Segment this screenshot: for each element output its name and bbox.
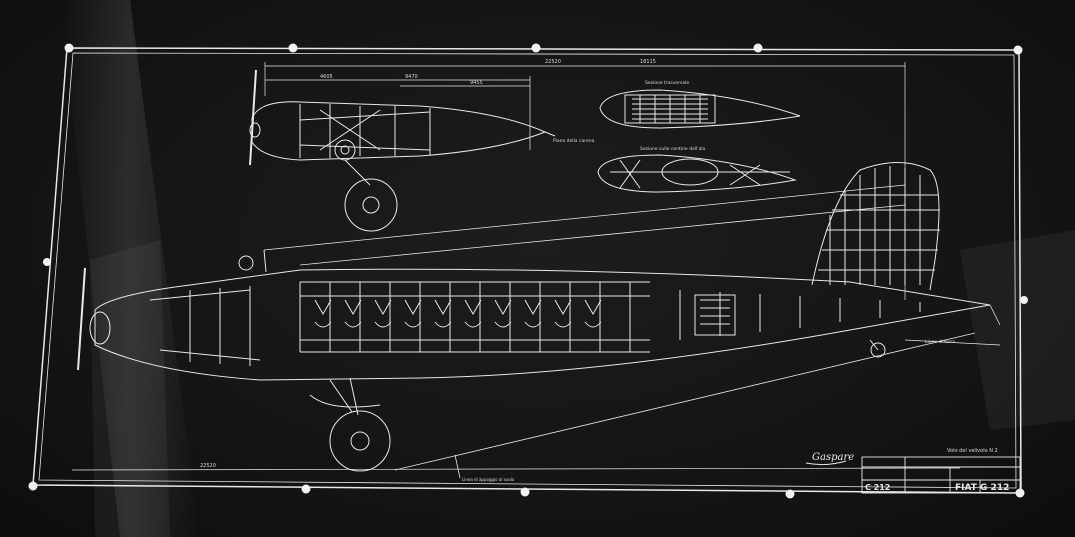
dimension-right-ext-label: 18115	[640, 59, 656, 65]
dimension-left-label: 4605	[320, 74, 333, 80]
dimension-top-label: 22520	[545, 59, 561, 65]
title-block	[861, 456, 1021, 494]
ground-line-note: Linea di terra	[925, 339, 955, 345]
bottom-note: Linea di appoggio al suolo	[462, 477, 515, 482]
wing-section-top	[599, 89, 801, 129]
section-bottom-label: Sezione sulle centine dell'ala	[640, 146, 705, 152]
main-landing-gear	[309, 377, 391, 472]
wing-section-bottom	[597, 154, 797, 193]
section-top-label: Sezione trasversale	[645, 80, 689, 86]
drawing-title: FIAT G 212	[955, 483, 1009, 493]
mounting-pins	[28, 43, 1028, 499]
dimension-mid-label: 9470	[405, 74, 418, 80]
signature: Gaspare	[805, 452, 854, 466]
dimension-lines	[71, 62, 961, 471]
signature-text: Gaspare	[812, 452, 854, 463]
view-label: Volo del velivolo N 2	[947, 448, 998, 454]
nacelle-side-view	[249, 69, 556, 232]
dimension-labels: 22520 18115 4605 9470 9455 22520	[200, 59, 656, 469]
dimension-bottom-label: 22520	[200, 463, 216, 469]
fuselage-cutaway	[77, 162, 991, 381]
dimension-right-label: 9455	[470, 80, 483, 86]
profile-note: Piano della carena	[553, 138, 595, 144]
reference-lines	[263, 184, 1001, 479]
drawing-number: C 212	[865, 483, 890, 492]
